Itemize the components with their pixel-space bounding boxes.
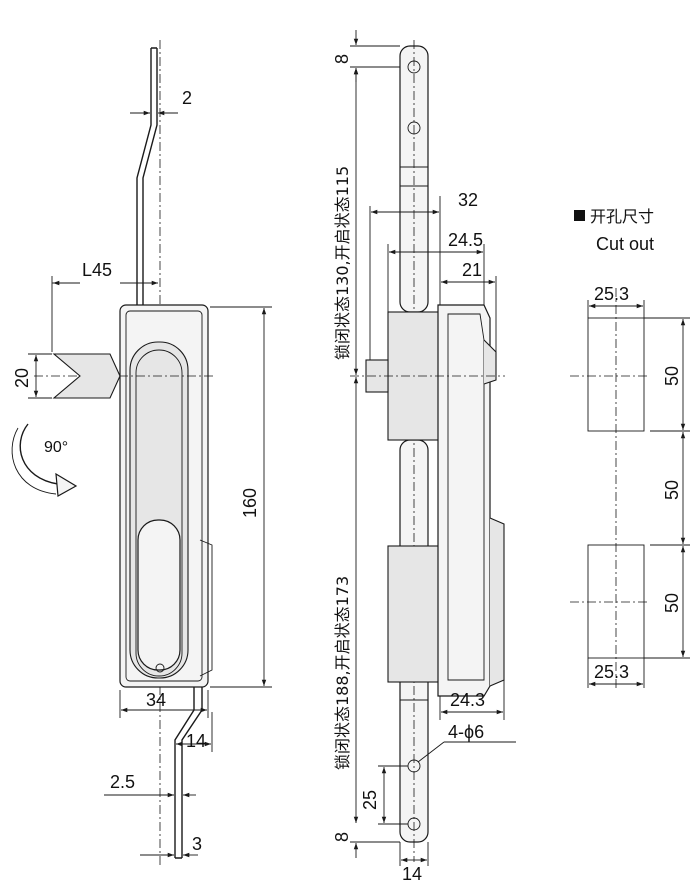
cutout-dim-50-b: 50 bbox=[662, 480, 682, 500]
hole-spec: 4-ϕ6 bbox=[448, 722, 484, 742]
cutout-view: 开孔尺寸 Cut out 25.3 50 50 50 25.3 bbox=[570, 207, 690, 690]
hole-2 bbox=[407, 121, 421, 135]
lower-rod-length: 锁闭状态188,开启状态173 bbox=[333, 576, 352, 770]
dim-8-top: 8 bbox=[332, 54, 352, 64]
cutout-bullet bbox=[574, 210, 585, 221]
dim-21: 21 bbox=[462, 260, 482, 280]
lower-housing bbox=[387, 545, 441, 683]
cutout-title-en: Cut out bbox=[596, 234, 654, 254]
dim-3: 3 bbox=[192, 834, 202, 854]
upper-rod bbox=[136, 47, 158, 305]
dim-32: 32 bbox=[458, 190, 478, 210]
dim-l45: L45 bbox=[82, 260, 112, 280]
dim-8-bottom: 8 bbox=[332, 832, 352, 842]
dim-24-5: 24.5 bbox=[448, 230, 483, 250]
rotation-label: 90° bbox=[44, 439, 68, 456]
cutout-width-top: 25.3 bbox=[594, 284, 629, 304]
dim-25: 25 bbox=[360, 790, 380, 810]
dim-14: 14 bbox=[186, 731, 206, 751]
hole-1 bbox=[407, 60, 421, 74]
handle-slot-inner bbox=[135, 349, 183, 677]
rotation-arrow bbox=[19, 423, 59, 485]
side-view: 8 锁闭状态130,开启状态115 32 24.5 21 锁闭状态188,开启状… bbox=[332, 30, 516, 884]
dim-rod-thickness: 2 bbox=[182, 88, 192, 108]
dim-160: 160 bbox=[240, 488, 260, 518]
dim-34: 34 bbox=[146, 690, 166, 710]
rotation-arrow-head bbox=[55, 472, 78, 497]
lock-body-inner bbox=[125, 310, 203, 682]
keyhole bbox=[155, 663, 165, 673]
dim-2-5: 2.5 bbox=[110, 772, 135, 792]
dim-24-3: 24.3 bbox=[450, 690, 485, 710]
side-bracket bbox=[199, 539, 213, 677]
handle-grip bbox=[137, 519, 181, 671]
front-plate bbox=[437, 304, 491, 697]
upper-rod-length: 锁闭状态130,开启状态115 bbox=[333, 166, 352, 360]
cutout-dim-50-c: 50 bbox=[662, 593, 682, 613]
front-view: 2 L45 20 90° 160 34 14 bbox=[11, 40, 272, 865]
lower-rod bbox=[174, 687, 203, 859]
cutout-width-bottom: 25.3 bbox=[594, 662, 629, 682]
cutout-dim-50-a: 50 bbox=[662, 366, 682, 386]
latch-tongue bbox=[52, 353, 121, 399]
cutout-title-cn: 开孔尺寸 bbox=[590, 207, 654, 226]
dim-20: 20 bbox=[12, 368, 32, 388]
dim-14-bottom: 14 bbox=[402, 864, 422, 884]
